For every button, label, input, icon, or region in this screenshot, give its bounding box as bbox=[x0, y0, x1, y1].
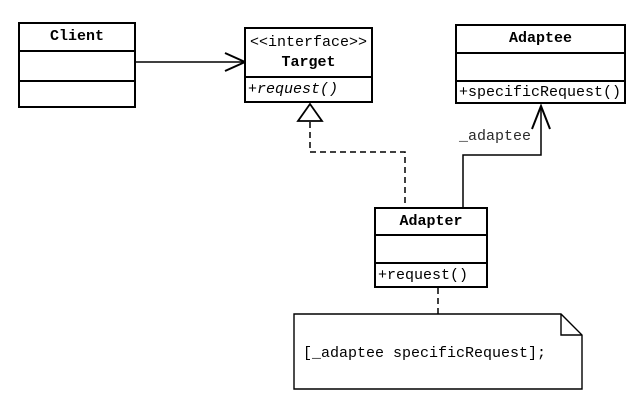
class-name: Target bbox=[281, 53, 336, 71]
methods-compartment: +request() bbox=[246, 76, 371, 101]
methods-compartment: +request() bbox=[376, 262, 486, 286]
class-name-compartment: Adaptee bbox=[457, 26, 624, 52]
attributes-compartment bbox=[20, 50, 134, 80]
note-shape bbox=[293, 313, 583, 390]
class-client: Client bbox=[18, 22, 136, 108]
methods-compartment bbox=[20, 80, 134, 106]
methods-compartment: +specificRequest() bbox=[457, 80, 624, 102]
method-label: +request() bbox=[248, 81, 339, 98]
class-adapter: Adapter +request() bbox=[374, 207, 488, 288]
method-label: +specificRequest() bbox=[459, 83, 622, 101]
note-text: [_adaptee specificRequest]; bbox=[303, 345, 547, 362]
stereotype-label: <<interface>> bbox=[249, 33, 368, 51]
note-fold-icon bbox=[560, 314, 582, 336]
method-label: +request() bbox=[378, 266, 469, 284]
attributes-compartment bbox=[457, 52, 624, 80]
triangle-arrowhead-icon bbox=[296, 102, 324, 122]
adaptee-role-label: _adaptee bbox=[459, 128, 532, 145]
attributes-compartment bbox=[376, 234, 486, 262]
class-name: Adapter bbox=[399, 212, 463, 230]
realization-line bbox=[309, 122, 406, 207]
class-adaptee: Adaptee +specificRequest() bbox=[455, 24, 626, 104]
open-arrowhead-adaptee-icon bbox=[531, 103, 551, 130]
class-name-compartment: <<interface>> Target bbox=[246, 29, 371, 76]
class-name-compartment: Adapter bbox=[376, 209, 486, 234]
class-target: <<interface>> Target +request() bbox=[244, 27, 373, 103]
association-adaptee-line bbox=[462, 107, 542, 207]
class-name: Adaptee bbox=[508, 30, 572, 47]
class-name-compartment: Client bbox=[20, 24, 134, 50]
class-name: Client bbox=[49, 28, 104, 45]
